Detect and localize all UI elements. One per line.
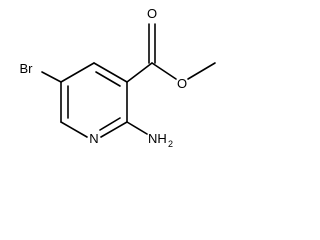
atom-label-carbonyl-oxygen: O [147, 6, 157, 21]
atom-labels: Br N NH 2 O O [20, 6, 188, 149]
ring-bond-c1-c2 [93, 62, 128, 83]
bond-c3-nh2 [126, 121, 148, 135]
atom-label-amine-group: NH 2 [148, 131, 173, 149]
atom-label-amine-subscript: 2 [168, 139, 173, 149]
ring-bond-c3-n [100, 121, 128, 138]
double-bond-inner-c3-n [99, 117, 121, 131]
bond-carbonyl-c-ester-o [151, 62, 177, 80]
atom-label-amine: NH [148, 131, 167, 146]
bond-c2-carbonyl-c [126, 62, 153, 83]
double-bond-inner-c1-c2 [95, 71, 121, 87]
chemical-structure-diagram: Br N NH 2 O O [20, 6, 216, 149]
bond-ester-o-methyl [187, 62, 216, 80]
atom-label-ester-oxygen: O [177, 76, 187, 91]
substituent-bonds [41, 23, 216, 135]
ring-bond-c6-c1 [60, 62, 95, 83]
atom-label-bromine: Br [20, 61, 34, 76]
ring-bond-n-c5 [60, 121, 88, 138]
pyridine-ring [60, 62, 128, 138]
atom-label-ring-nitrogen: N [89, 131, 98, 146]
bond-c6-br [41, 71, 62, 83]
